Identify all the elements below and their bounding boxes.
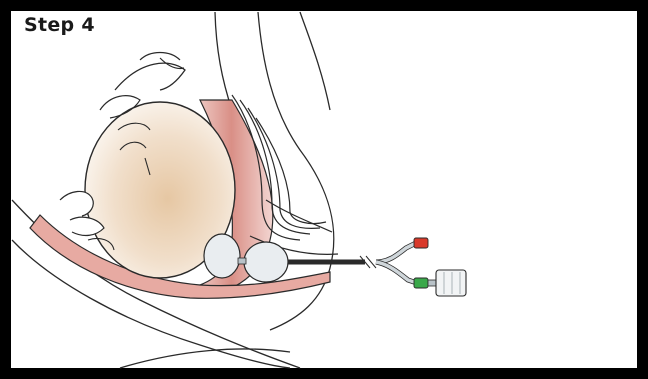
syringe-icon (428, 270, 466, 296)
step-label: Step 4 (24, 14, 95, 36)
